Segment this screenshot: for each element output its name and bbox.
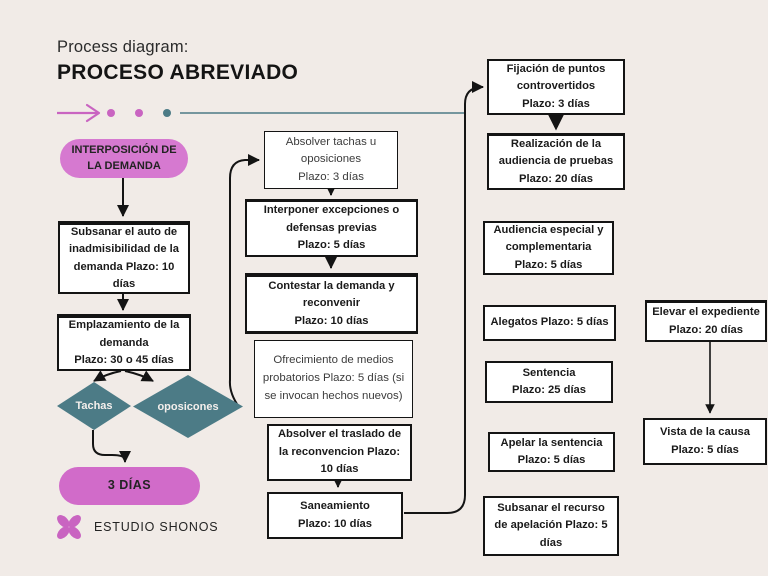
arrow-dots-decoration-icon — [57, 103, 466, 123]
page-title: PROCESO ABREVIADO — [57, 61, 299, 84]
node-sentencia: Sentencia Plazo: 25 días — [485, 361, 613, 403]
node-label: Saneamiento — [300, 500, 370, 513]
brand-footer: ESTUDIO SHONOS — [54, 512, 218, 542]
node-label: Vista de la causa — [660, 426, 750, 439]
node-label: Realización de la audiencia de pruebas — [498, 137, 614, 168]
four-petal-flower-icon — [57, 515, 81, 539]
node-label: Absolver el traslado de la reconvencion … — [277, 428, 402, 476]
node-absolver-tachas: Absolver tachas u oposiciones Plazo: 3 d… — [264, 131, 398, 189]
diagram-kicker: Process diagram: — [57, 38, 189, 56]
node-subsanar-recurso: Subsanar el recurso de apelación Plazo: … — [483, 496, 619, 556]
node-plazo: Plazo: 5 días — [517, 454, 586, 466]
node-plazo: Plazo: 3 días — [298, 170, 364, 183]
node-subsanar-auto: Subsanar el auto de inadmisibilidad de l… — [58, 221, 190, 294]
node-alegatos: Alegatos Plazo: 5 días — [483, 305, 616, 341]
node-vista-causa: Vista de la causa Plazo: 5 días — [643, 418, 767, 465]
node-contestar-demanda: Contestar la demanda y reconvenir Plazo:… — [245, 273, 418, 334]
node-label: Subsanar el recurso de apelación Plazo: … — [494, 501, 608, 549]
node-label: Alegatos Plazo: 5 días — [490, 316, 609, 329]
node-label: oposicones — [157, 400, 219, 413]
node-label: Contestar la demanda y reconvenir — [268, 279, 395, 310]
node-interponer-excepciones: Interponer excepciones o defensas previa… — [245, 199, 418, 257]
node-label: Absolver tachas u oposiciones — [285, 135, 377, 166]
node-label: Interponer excepciones o defensas previa… — [263, 204, 400, 234]
node-label: Tachas — [75, 400, 113, 412]
node-label: INTERPOSICIÓN DE LA DEMANDA — [71, 144, 177, 172]
node-label: Ofrecimiento de medios probatorios Plazo… — [262, 354, 405, 402]
node-label: Elevar el expediente — [652, 306, 760, 319]
node-saneamiento: Saneamiento Plazo: 10 días — [267, 492, 403, 539]
node-plazo: Plazo: 10 días — [294, 314, 369, 327]
brand-name: ESTUDIO SHONOS — [94, 520, 219, 534]
node-plazo: Plazo: 30 o 45 días — [74, 354, 174, 367]
node-label: Sentencia — [522, 366, 576, 379]
node-ofrecimiento-medios: Ofrecimiento de medios probatorios Plazo… — [254, 340, 413, 418]
node-label: Audiencia especial y complementaria — [493, 223, 604, 254]
node-label: Apelar la sentencia — [500, 436, 603, 449]
node-label: 3 DÍAS — [107, 478, 152, 493]
node-label: Fijación de puntos controvertidos — [506, 62, 606, 93]
node-fijacion-puntos: Fijación de puntos controvertidos Plazo:… — [487, 59, 625, 115]
node-plazo: Plazo: 10 días — [298, 517, 372, 530]
node-tres-dias: 3 DÍAS — [59, 467, 200, 505]
node-plazo: Plazo: 20 días — [669, 323, 743, 336]
node-plazo: Plazo: 5 días — [297, 239, 366, 252]
node-plazo: Plazo: 25 días — [512, 384, 586, 396]
decision-oposicones: oposicones — [133, 375, 243, 438]
node-apelar-sentencia: Apelar la sentencia Plazo: 5 días — [488, 432, 615, 472]
node-audiencia-especial: Audiencia especial y complementaria Plaz… — [483, 221, 614, 275]
node-plazo: Plazo: 5 días — [671, 443, 739, 456]
node-interposicion-demanda: INTERPOSICIÓN DE LA DEMANDA — [60, 139, 188, 178]
node-plazo: Plazo: 3 días — [522, 97, 590, 110]
node-label: Subsanar el auto de inadmisibilidad de l… — [68, 225, 180, 290]
node-plazo: Plazo: 5 días — [514, 258, 583, 271]
node-absolver-traslado: Absolver el traslado de la reconvencion … — [267, 424, 412, 481]
decision-tachas: Tachas — [57, 382, 131, 430]
node-elevar-expediente: Elevar el expediente Plazo: 20 días — [645, 300, 767, 342]
node-label: Emplazamiento de la demanda — [68, 319, 180, 349]
node-emplazamiento: Emplazamiento de la demanda Plazo: 30 o … — [57, 314, 191, 371]
node-plazo: Plazo: 20 días — [519, 172, 593, 185]
node-realizacion-audiencia: Realización de la audiencia de pruebas P… — [487, 133, 625, 190]
